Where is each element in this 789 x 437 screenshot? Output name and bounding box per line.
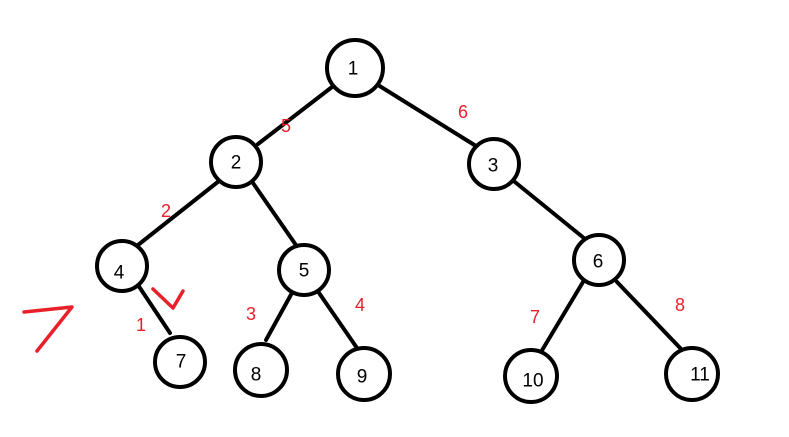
weight-4-7: 1	[136, 315, 146, 335]
edge-5-9	[315, 288, 359, 350]
node-4-label: 4	[114, 263, 125, 284]
node-5-circle	[277, 243, 331, 297]
edge-5-8	[264, 289, 295, 342]
node-9-label: 9	[357, 367, 368, 388]
node-6-circle	[572, 233, 626, 287]
weight-6-10: 7	[530, 307, 540, 327]
weight-5-8: 3	[246, 304, 256, 324]
node-10-circle	[503, 348, 559, 404]
node-4-circle	[95, 239, 149, 293]
node-8-circle	[233, 342, 289, 398]
edge-2-5	[251, 181, 300, 250]
node-2-circle	[209, 135, 263, 189]
node-11-label: 11	[690, 365, 710, 386]
node-3-label: 3	[488, 156, 499, 177]
handwritten-check-mark	[151, 287, 185, 310]
weight-2-4: 2	[161, 201, 171, 221]
edge-1-2	[256, 85, 334, 146]
edge-3-6	[508, 176, 592, 245]
edge-1-3	[376, 83, 478, 148]
node-9-circle	[336, 346, 392, 402]
node-11-circle	[664, 346, 720, 402]
edge-6-11	[615, 280, 684, 352]
weight-1-2: 5	[281, 116, 291, 136]
edge-4-7	[136, 283, 172, 335]
node-7-circle	[153, 335, 207, 389]
node-8-label: 8	[251, 365, 262, 386]
handwritten-seven-mark	[22, 305, 74, 353]
edge-6-10	[539, 280, 585, 354]
weight-6-11: 8	[675, 295, 685, 315]
weight-1-3: 6	[458, 102, 468, 122]
edge-2-4	[136, 179, 221, 247]
node-2-label: 2	[231, 153, 242, 174]
node-1-label: 1	[348, 59, 359, 80]
node-7-label: 7	[176, 352, 187, 373]
node-6-label: 6	[593, 252, 604, 273]
node-5-label: 5	[299, 261, 310, 282]
node-1-circle	[325, 38, 385, 98]
weight-5-9: 4	[355, 295, 365, 315]
node-3-circle	[467, 137, 521, 191]
node-10-label: 10	[522, 371, 543, 392]
